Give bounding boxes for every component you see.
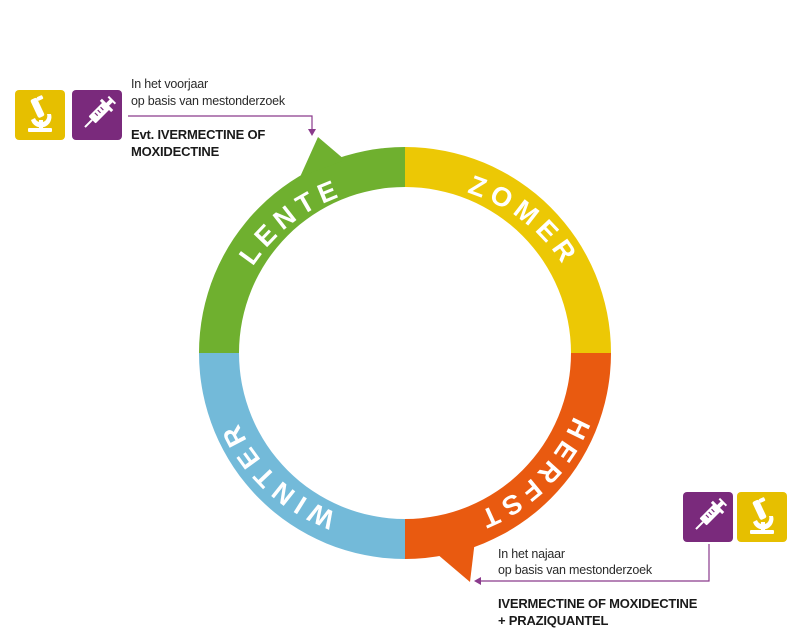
autumn-treatment-line1: IVERMECTINE OF MOXIDECTINE — [498, 596, 698, 611]
spring-segment — [199, 147, 405, 353]
spring-treatment-line2: MOXIDECTINE — [131, 144, 220, 159]
spring-note-line1: In het voorjaar — [131, 77, 208, 91]
syringe-icon — [695, 497, 728, 530]
summer-segment — [405, 147, 611, 353]
spring-connector-line — [128, 115, 313, 131]
microscope-tile-spring — [15, 90, 65, 140]
autumn-connector-arrowhead — [474, 577, 481, 585]
autumn-pointer — [430, 540, 475, 582]
syringe-tile-autumn — [683, 492, 733, 542]
autumn-note-line2: op basis van mestonderzoek — [498, 563, 652, 577]
spring-connector-arrowhead — [308, 129, 316, 136]
microscope-icon — [750, 497, 774, 534]
autumn-note-line1: In het najaar — [498, 547, 565, 561]
season-label-autumn: HERFST — [472, 413, 596, 536]
spring-treatment-line1: Evt. IVERMECTINE OF — [131, 127, 266, 142]
autumn-connector-line — [480, 544, 710, 582]
autumn-segment — [405, 353, 611, 559]
microscope-icon — [28, 95, 52, 132]
spring-pointer — [300, 137, 345, 177]
spring-note-line2: op basis van mestonderzoek — [131, 94, 285, 108]
season-label-summer: ZOMER — [465, 170, 586, 273]
winter-segment — [199, 353, 405, 559]
syringe-icon — [84, 95, 117, 128]
autumn-treatment-line2: + PRAZIQUANTEL — [498, 613, 609, 628]
syringe-tile-spring — [72, 90, 122, 140]
microscope-tile-autumn — [737, 492, 787, 542]
season-label-winter: WINTER — [214, 415, 339, 534]
